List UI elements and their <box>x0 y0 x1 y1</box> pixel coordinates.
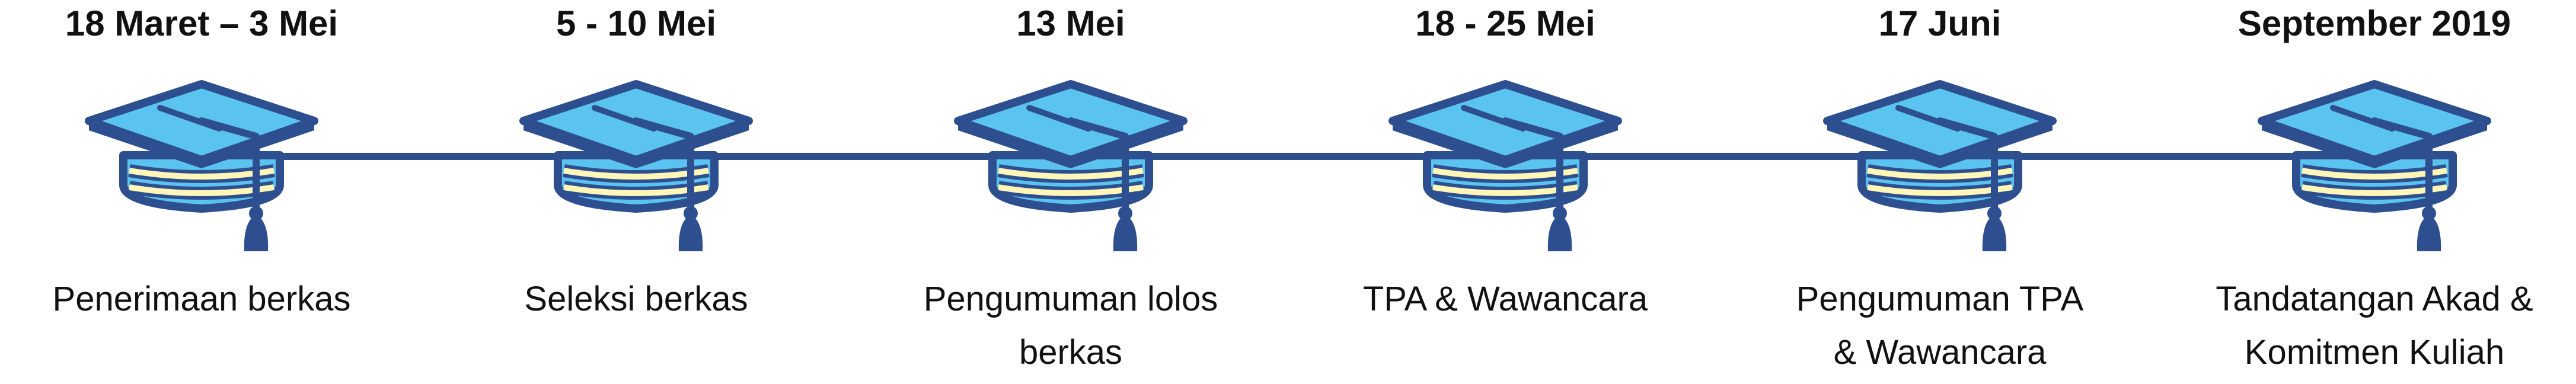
milestone-date: September 2019 <box>2237 4 2511 43</box>
milestone-date: 17 Juni <box>1878 4 2002 43</box>
milestone: 18 - 25 Mei TPA & Wawancara <box>1304 0 1707 384</box>
milestone-label-line: Seleksi berkas <box>524 280 748 318</box>
graduation-cap-icon <box>1821 66 2058 256</box>
milestone-label-line: TPA & Wawancara <box>1362 280 1648 318</box>
milestone-date: 13 Mei <box>1016 4 1125 43</box>
milestone: 18 Maret – 3 Mei Penerimaan berkas <box>0 0 403 384</box>
milestone-label-line: Komitmen Kuliah <box>2244 333 2505 372</box>
milestone-label: Pengumuman TPA & Wawancara <box>1738 273 2141 379</box>
milestone: September 2019 Tandatangan Akad & Komitm… <box>2173 0 2576 384</box>
milestone-label-line: Penerimaan berkas <box>52 280 351 318</box>
graduation-cap-icon <box>2256 66 2493 256</box>
milestone: 17 Juni Pengumuman TPA & Wawancara <box>1738 0 2141 384</box>
milestone-label: Pengumuman lolos berkas <box>869 273 1272 379</box>
milestone-date: 18 Maret – 3 Mei <box>65 4 339 43</box>
milestone-label: Seleksi berkas <box>435 273 838 326</box>
graduation-cap-icon <box>83 66 320 256</box>
timeline-connector <box>196 153 2371 160</box>
milestone: 5 - 10 Mei Seleksi berkas <box>435 0 838 384</box>
milestone-date: 18 - 25 Mei <box>1415 4 1595 43</box>
milestone-label-line: berkas <box>1019 333 1123 372</box>
milestone-date: 5 - 10 Mei <box>556 4 717 43</box>
milestone-label: Penerimaan berkas <box>0 273 403 326</box>
graduation-cap-icon <box>952 66 1189 256</box>
milestone-label-line: Tandatangan Akad & <box>2216 280 2533 318</box>
graduation-cap-icon <box>1387 66 1624 256</box>
milestone-label-line: Pengumuman lolos <box>923 280 1218 318</box>
graduation-cap-icon <box>518 66 755 256</box>
milestone-label: TPA & Wawancara <box>1304 273 1707 326</box>
milestone-label-line: Pengumuman TPA <box>1796 280 2084 318</box>
milestone-label-line: & Wawancara <box>1833 333 2047 372</box>
milestone-label: Tandatangan Akad & Komitmen Kuliah <box>2173 273 2576 379</box>
milestone: 13 Mei Pengumuman lolos berkas <box>869 0 1272 384</box>
